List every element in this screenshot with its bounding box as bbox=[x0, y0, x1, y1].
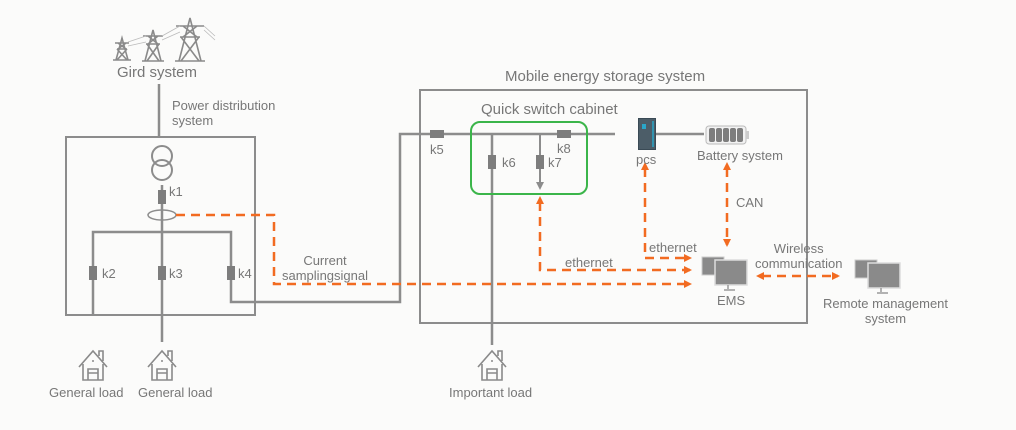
switch-k5[interactable] bbox=[430, 130, 444, 138]
battery-system-label: Battery system bbox=[697, 148, 783, 163]
pcs-icon bbox=[638, 118, 656, 150]
remote-computer-icon bbox=[854, 259, 901, 294]
general-load-1-label: General load bbox=[49, 385, 124, 400]
switch-k7[interactable] bbox=[536, 155, 544, 169]
current-sampling-signal-label: Current samplingsignal bbox=[282, 253, 368, 283]
ethernet-cabinet-label: ethernet bbox=[565, 255, 613, 270]
quick-switch-cabinet-label: Quick switch cabinet bbox=[481, 101, 618, 118]
k7-label: k7 bbox=[548, 155, 562, 170]
k4-label: k4 bbox=[238, 266, 252, 281]
ethernet-pcs-label: ethernet bbox=[649, 240, 697, 255]
ems-label: EMS bbox=[717, 293, 746, 308]
important-load-house-icon bbox=[477, 349, 507, 381]
grid-system-label: Gird system bbox=[117, 64, 198, 81]
general-load-2-house-icon bbox=[147, 349, 177, 381]
general-load-1-house-icon bbox=[78, 349, 108, 381]
mess-title: Mobile energy storage system bbox=[505, 68, 706, 85]
pcs-label: pcs bbox=[636, 152, 657, 167]
can-label: CAN bbox=[736, 195, 764, 210]
remote-management-label: Remote management system bbox=[823, 296, 949, 326]
k1-label: k1 bbox=[169, 184, 183, 199]
k3-label: k3 bbox=[169, 266, 183, 281]
ems-computer-icon bbox=[701, 256, 748, 291]
important-load-label: Important load bbox=[449, 385, 533, 400]
k8-label: k8 bbox=[557, 141, 571, 156]
switch-k4[interactable] bbox=[227, 266, 235, 280]
quick-switch-cabinet bbox=[470, 121, 588, 195]
switches bbox=[89, 130, 571, 280]
switch-k1[interactable] bbox=[158, 190, 166, 204]
switch-k6[interactable] bbox=[488, 155, 496, 169]
k2-label: k2 bbox=[102, 266, 116, 281]
switch-k2[interactable] bbox=[89, 266, 97, 280]
k6-label: k6 bbox=[502, 155, 516, 170]
transformer-icon bbox=[151, 145, 173, 181]
power-distribution-label: Power distribution system bbox=[172, 98, 276, 128]
general-load-2-label: General load bbox=[138, 385, 213, 400]
k5-label: k5 bbox=[430, 142, 444, 157]
battery-icon bbox=[705, 125, 749, 145]
grid-tower-icon bbox=[113, 17, 216, 62]
power-wires bbox=[65, 84, 808, 345]
switch-k8[interactable] bbox=[557, 130, 571, 138]
switch-k3[interactable] bbox=[158, 266, 166, 280]
wireless-communication-label: Wireless communication bbox=[755, 241, 843, 271]
signal-lines bbox=[176, 162, 840, 288]
